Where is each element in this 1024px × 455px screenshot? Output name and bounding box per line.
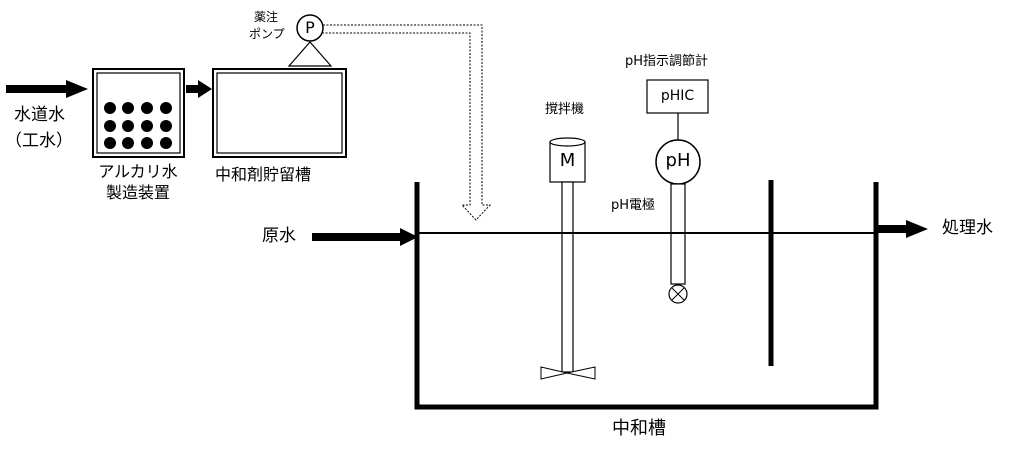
alkali-media-beads	[104, 102, 172, 149]
alkali-water-unit	[92, 68, 185, 158]
ph-electrode-label: pH電極	[611, 198, 656, 213]
phic-controller	[646, 79, 709, 143]
ph-electrode	[668, 183, 688, 304]
alkali-unit-sublabel: 製造装置	[105, 183, 170, 202]
dosing-pump	[287, 14, 333, 67]
raw-water-label: 原水	[262, 226, 296, 246]
tap-water-label: 水道水	[14, 105, 65, 125]
treated-water-label: 処理水	[942, 218, 993, 238]
tap-water-sublabel: （工水）	[5, 131, 73, 151]
tap-water-inlet-arrow	[6, 80, 88, 98]
treated-water-outlet-arrow	[878, 220, 928, 238]
storage-tank	[212, 68, 347, 158]
ph-meter-label: pH	[665, 150, 691, 171]
ph-controller-title: pH指示調節計	[625, 54, 709, 69]
phic-label: pHIC	[660, 88, 695, 104]
storage-tank-label: 中和剤貯留槽	[215, 165, 312, 184]
alkali-unit-label: アルカリ水	[98, 162, 178, 181]
neutralization-tank-label: 中和槽	[612, 418, 666, 439]
stirrer	[540, 137, 596, 380]
pump-label: 薬注	[254, 10, 279, 24]
pump-sublabel: ポンプ	[249, 27, 285, 41]
raw-water-inlet-arrow	[312, 228, 418, 246]
dosing-line	[323, 24, 492, 221]
alkali-to-storage-arrow	[186, 80, 212, 98]
stirrer-label: 撹拌機	[545, 102, 585, 117]
pump-symbol: P	[305, 18, 315, 37]
neutralization-tank	[414, 180, 879, 410]
motor-symbol: M	[559, 150, 576, 171]
